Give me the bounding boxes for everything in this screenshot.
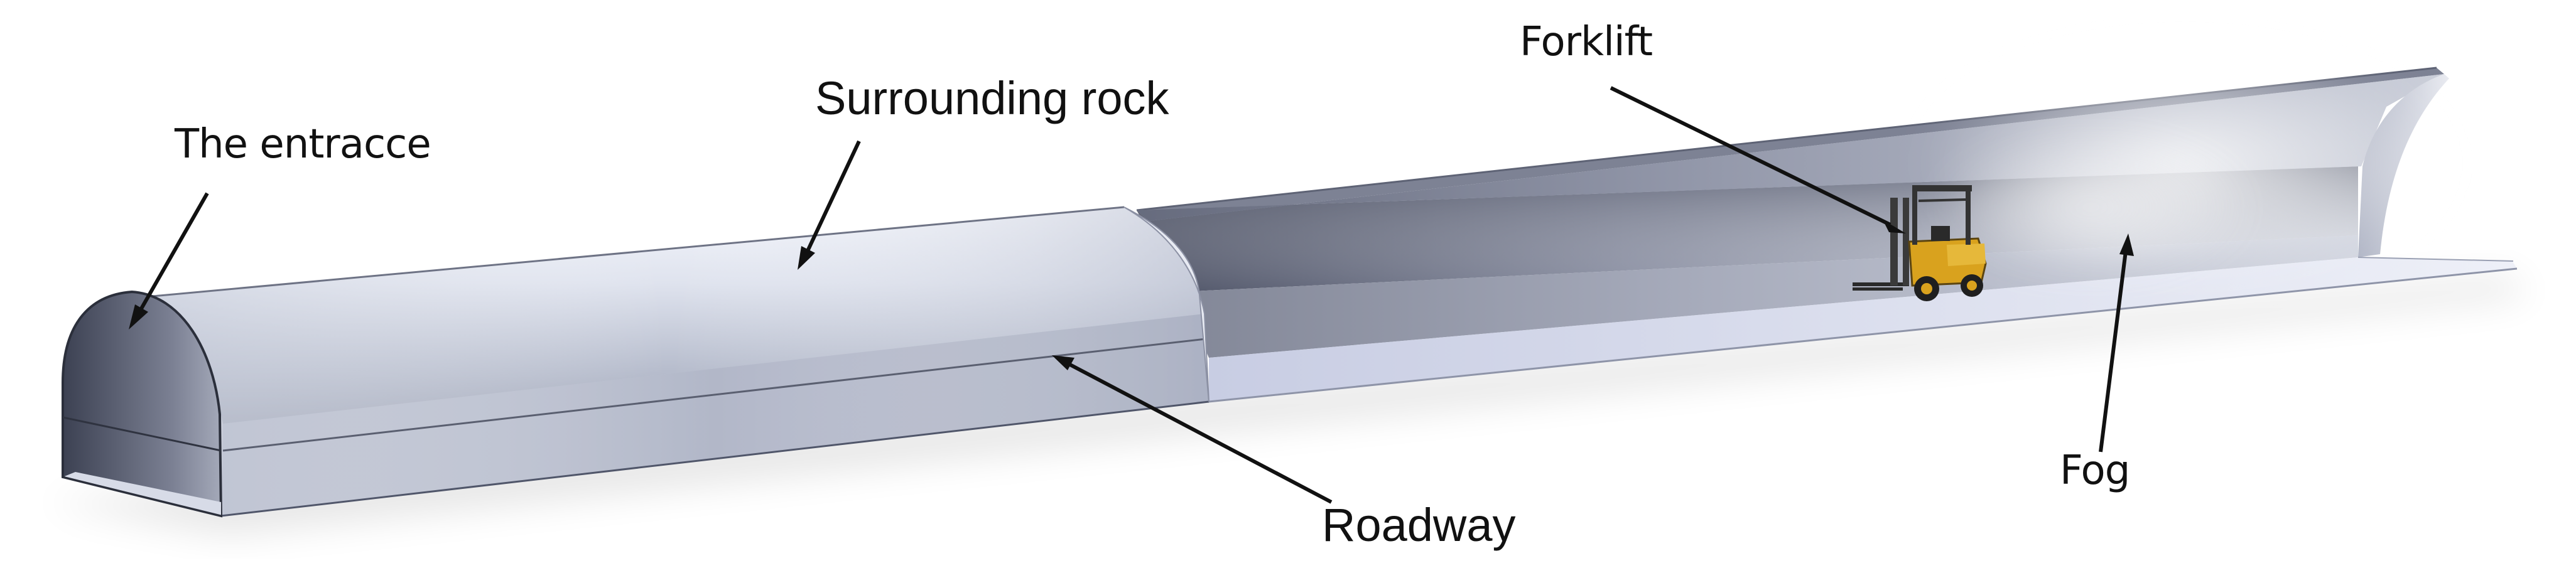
roadway-arrow [1068,362,1333,504]
forklift-arrowhead [1883,220,1906,233]
pointer-arrows [129,86,2134,504]
closed-end-face [1123,206,1210,402]
floor [1209,257,2517,402]
fog-arrowhead [2119,233,2134,256]
entrance-arrow [138,192,209,313]
forklift-label: Forklift [1520,19,1653,65]
entrance-portal [63,292,221,516]
surrounding-rock-arrowhead [798,246,815,270]
entrance-arrowhead [129,304,148,329]
forklift-model [1853,185,1987,301]
entrance-label: The entracce [175,121,431,168]
surrounding-rock-arrow [805,140,861,254]
fog-label: Fog [2060,447,2130,494]
roadway-arrowhead [1052,355,1074,370]
surrounding-rock-label: Surrounding rock [815,72,1169,124]
seam-line [222,338,1206,452]
roadway-label: Roadway [1322,499,1516,551]
ground-shadow [44,276,2531,533]
fog-arrow [2099,250,2128,453]
forklift-arrow [1610,86,1891,227]
